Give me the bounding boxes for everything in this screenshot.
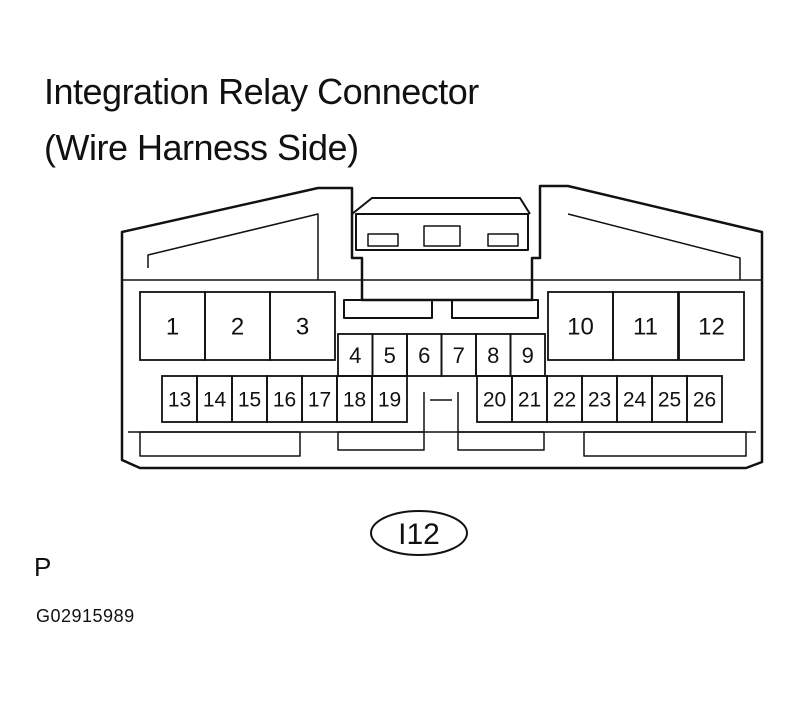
pin-number: 17: [308, 389, 331, 412]
pin-number: 25: [658, 389, 681, 412]
pin-cavity: 4: [337, 333, 374, 377]
pin-cavity: 2: [204, 291, 271, 361]
pin-cavity: 22: [546, 375, 583, 423]
connector-code: I12: [398, 518, 440, 551]
pin-cavity-outline: [678, 291, 745, 361]
pin-cavity: 7: [440, 333, 477, 377]
pin-number: 13: [168, 389, 191, 412]
pin-number: 7: [453, 343, 465, 368]
pin-cavity-outline: [371, 375, 408, 423]
pin-cavity: 20: [476, 375, 513, 423]
pin-cavity: 6: [406, 333, 443, 377]
pin-cavity-outline: [269, 291, 336, 361]
pin-number: 3: [296, 314, 309, 341]
pin-cavity: 1: [139, 291, 206, 361]
pin-cavity: 3: [269, 291, 336, 361]
pin-number: 24: [623, 389, 647, 412]
connector-housing: [120, 184, 764, 470]
pin-cavity: 18: [336, 375, 373, 423]
pin-number: 22: [553, 389, 576, 412]
pin-number: 23: [588, 389, 611, 412]
pin-cavity-outline: [612, 291, 679, 361]
diagram-title: Integration Relay Connector: [44, 71, 479, 112]
pin-number: 15: [238, 389, 261, 412]
pin-cavity: 12: [678, 291, 745, 361]
pin-number: 6: [418, 343, 430, 368]
pin-number: 9: [522, 343, 534, 368]
pin-number: 21: [518, 389, 541, 412]
diagram-subtitle: (Wire Harness Side): [44, 127, 359, 168]
pin-number: 4: [349, 343, 361, 368]
pin-cavity: 17: [301, 375, 338, 423]
pin-number: 20: [483, 389, 506, 412]
pin-cavity: 10: [547, 291, 614, 361]
pin-cavity: 11: [612, 291, 679, 361]
pin-cavity: 8: [475, 333, 512, 377]
pin-number: 16: [273, 389, 296, 412]
pin-cavity-outline: [686, 375, 723, 423]
pin-cavity: 24: [616, 375, 653, 423]
pin-number: 11: [633, 314, 658, 341]
pin-cavity: 16: [266, 375, 303, 423]
pin-number: 1: [166, 314, 179, 341]
pin-number: 10: [567, 314, 594, 341]
connector-code-ellipse: [370, 510, 468, 556]
pin-cavity: 5: [371, 333, 408, 377]
pin-number: 8: [487, 343, 499, 368]
connector-side-label: P: [34, 552, 52, 582]
pin-cavity: 14: [196, 375, 233, 423]
pin-cavity: 21: [511, 375, 548, 423]
pin-cavity: 15: [231, 375, 268, 423]
pin-number: 19: [378, 389, 401, 412]
pin-number: 26: [693, 389, 716, 412]
pin-cavity: 19: [371, 375, 408, 423]
pin-cavity: 25: [651, 375, 688, 423]
pin-cavity: 9: [509, 333, 546, 377]
pin-number: 18: [343, 389, 366, 412]
pin-number: 5: [384, 343, 396, 368]
pin-number: 2: [231, 314, 244, 341]
pin-number: 12: [698, 314, 725, 341]
pin-cavity: 26: [686, 375, 723, 423]
pin-number: 14: [203, 389, 227, 412]
pin-cavity: 13: [161, 375, 198, 423]
figure-id: G02915989: [36, 606, 135, 626]
pin-cavity: 23: [581, 375, 618, 423]
